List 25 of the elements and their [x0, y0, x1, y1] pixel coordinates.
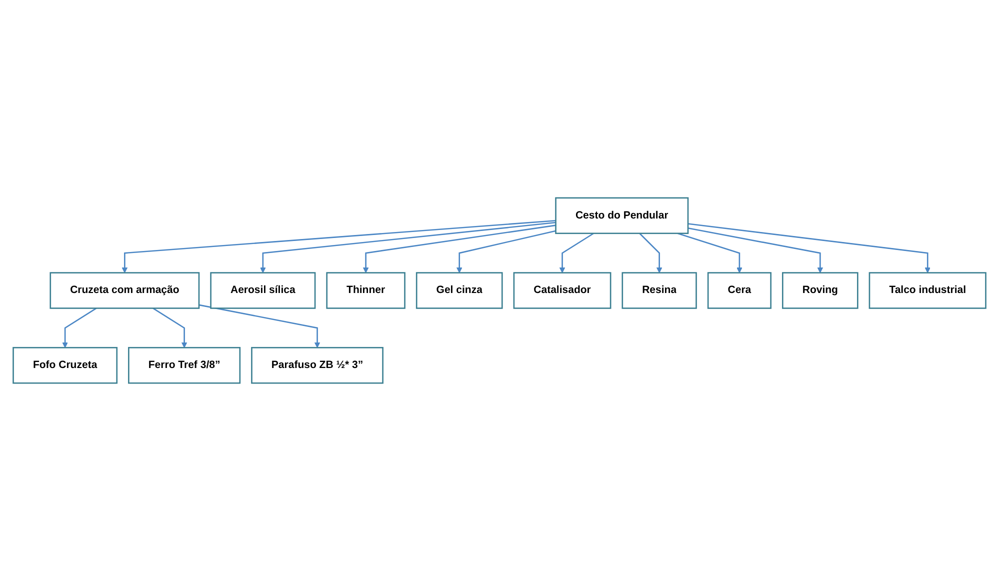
node-box: Resina [622, 272, 697, 309]
arrow [639, 232, 662, 274]
node-box: Fofo Cruzeta [12, 346, 118, 384]
node-box: Cruzeta com armação [50, 272, 200, 309]
arrow [688, 227, 824, 274]
node-box: Thinner [326, 272, 406, 309]
arrow [152, 308, 188, 348]
node-box: Gel cinza [416, 272, 503, 309]
arrow [260, 222, 556, 274]
node-box: Catalisador [513, 272, 612, 309]
node-box: Roving [782, 272, 858, 309]
node-box: Talco industrial [868, 272, 986, 309]
arrow [677, 232, 742, 274]
arrow [198, 304, 320, 348]
node-box: Parafuso ZB ½* 3” [251, 346, 384, 384]
node-box: Cera [707, 272, 772, 309]
node-box: Ferro Tref 3/8” [128, 346, 241, 384]
arrow [456, 230, 556, 274]
node-box: Aerosil sílica [210, 272, 316, 309]
node-box: Cesto do Pendular [555, 197, 689, 234]
arrow [62, 308, 97, 348]
arrow [688, 223, 930, 274]
arrow [559, 232, 594, 274]
arrow [362, 224, 556, 274]
arrow [122, 220, 556, 274]
